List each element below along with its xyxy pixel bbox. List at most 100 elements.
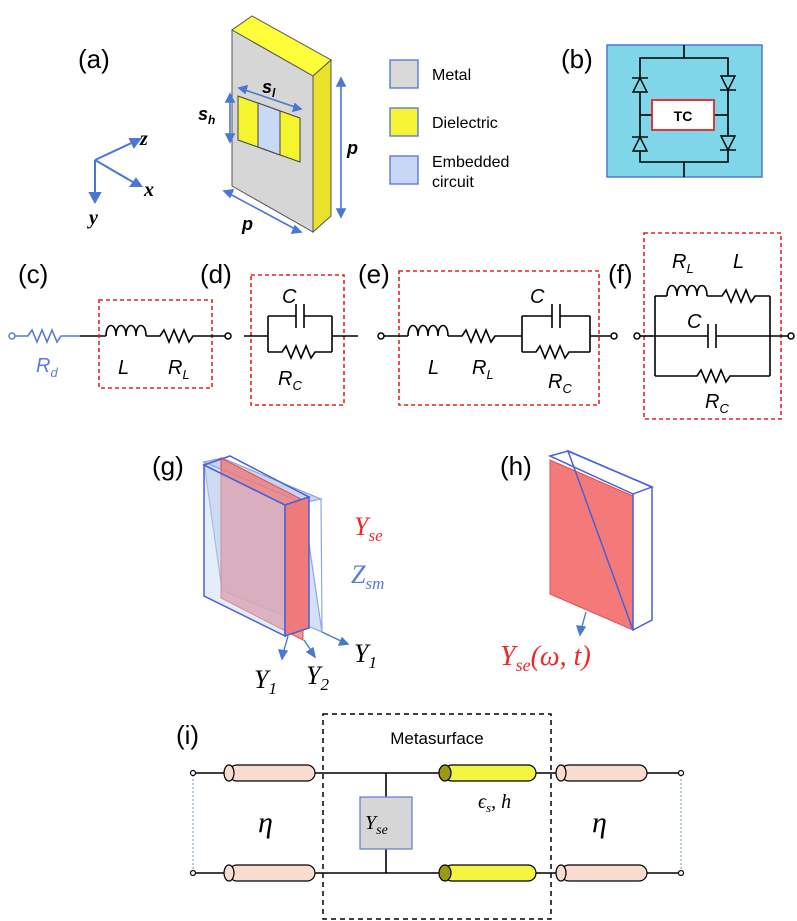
- panel-label-d: (d): [200, 259, 232, 289]
- panel-label-b: (b): [561, 44, 593, 74]
- sl-arrow: [241, 88, 299, 109]
- panel-label-a: (a): [78, 44, 110, 74]
- x-axis-arrow: [94, 159, 139, 186]
- panel-e: (e) L RL C RC: [358, 259, 618, 406]
- dielectric-tline-top: [438, 764, 537, 782]
- resistor-rl: [448, 327, 522, 345]
- embedded-circuit-patch: [257, 102, 281, 156]
- label-yse-shunt: Yse: [365, 812, 388, 838]
- legend-swatch-dielectric: [389, 107, 419, 137]
- label-y2: Y2: [306, 661, 329, 694]
- panel-h: (h) Yse(ω, t): [500, 449, 655, 675]
- panel-label-f: (f): [608, 259, 633, 289]
- z-axis-head: [128, 138, 142, 149]
- sl-head-left: [237, 84, 249, 95]
- coordinate-axes: [88, 138, 143, 205]
- inductor-l: [666, 284, 708, 297]
- label-yse-omega-t: Yse(ω, t): [500, 641, 591, 675]
- legend-label-circuit: circuit: [432, 174, 474, 191]
- inductor-l: [407, 324, 449, 337]
- resistor-rc: [655, 367, 770, 385]
- unit-cell-side-face: [312, 58, 332, 234]
- dim-sl-label: sl: [262, 77, 276, 100]
- label-c: C: [282, 286, 297, 308]
- resistor-rc: [522, 343, 590, 361]
- panel-f: (f) RL L C RC: [608, 232, 795, 420]
- material-legend: Metal Dielectric Embedded circuit: [389, 59, 509, 191]
- dielectric-tline-bottom: [438, 864, 537, 882]
- label-rl: RL: [472, 357, 494, 382]
- panel-label-h: (h): [500, 451, 532, 481]
- sh-head-top: [224, 92, 236, 103]
- legend-label-dielectric: Dielectric: [432, 115, 498, 132]
- sl-head-right: [291, 102, 303, 113]
- resistor-rl: [146, 327, 225, 345]
- dim-p-side-label: p: [346, 138, 358, 158]
- label-y1-right: Y1: [354, 639, 377, 672]
- panel-c-dashed-box: [98, 299, 213, 389]
- panel-g: (g) Yse Zsm Y1 Y2 Y1: [152, 451, 384, 698]
- label-l: L: [118, 357, 129, 379]
- x-axis-label: x: [143, 179, 154, 201]
- tline-left-top: [223, 764, 316, 782]
- panel-d-dashed-box: [250, 274, 345, 406]
- y-axis-head: [88, 192, 102, 205]
- legend-swatch-metal: [389, 59, 419, 89]
- label-y1-left: Y1: [254, 665, 277, 698]
- p-bottom-head-left: [222, 189, 235, 199]
- p-bottom-head-right: [290, 224, 303, 234]
- panel-c: (c) Rd L RL: [8, 259, 232, 389]
- metasurface-title: Metasurface: [390, 729, 484, 748]
- red-time-varying-sheet: [549, 459, 634, 631]
- port-right-top: [677, 769, 685, 777]
- port-left-bottom: [189, 869, 197, 877]
- resistor-rl: [707, 287, 770, 305]
- panel-label-c: (c): [18, 259, 48, 289]
- unit-cell: [231, 15, 332, 234]
- label-l: L: [428, 357, 439, 379]
- tline-right-bottom: [555, 864, 648, 882]
- z-axis-label: z: [139, 128, 148, 150]
- tc-box: [651, 99, 715, 131]
- panel-i: (i) Metasurface Yse: [176, 713, 685, 920]
- resistor-rc: [268, 343, 332, 361]
- port-left-top: [189, 769, 197, 777]
- panel-e-dashed-box: [398, 270, 600, 406]
- legend-label-embedded: Embedded: [432, 154, 509, 171]
- label-rc: RC: [705, 391, 729, 416]
- sh-head-bottom: [224, 133, 236, 144]
- inductor-l: [105, 324, 147, 337]
- h-slab-outline: [566, 449, 653, 632]
- dim-p-bottom-label: p: [241, 214, 253, 234]
- rd-resistor: [15, 327, 80, 345]
- panel-f-dashed-box: [643, 232, 782, 420]
- label-eta-left: η: [258, 806, 273, 839]
- panel-d: (d) C RC: [200, 259, 358, 406]
- label-eps-h: ϵs, h: [478, 791, 511, 815]
- port-right-bottom: [677, 869, 685, 877]
- label-rl: RL: [168, 357, 190, 382]
- panel-b: (b) TC: [561, 44, 763, 178]
- label-c: C: [530, 286, 545, 308]
- label-zsm: Zsm: [351, 560, 384, 593]
- label-yse: Yse: [354, 512, 383, 545]
- diode-bridge: [639, 45, 729, 177]
- z-axis-arrow: [94, 139, 139, 161]
- label-l: L: [733, 251, 744, 273]
- yse-shunt-box: [359, 796, 413, 850]
- panel-label-g: (g): [152, 451, 184, 481]
- p-side-head-bottom: [335, 208, 347, 219]
- tc-label: TC: [674, 108, 693, 124]
- label-rc: RC: [278, 368, 302, 393]
- y-axis-label: y: [87, 207, 98, 229]
- p-bottom-arrow: [227, 192, 298, 231]
- dim-sh-label: sh: [198, 104, 215, 127]
- label-c: C: [687, 311, 702, 333]
- tline-right-top: [555, 764, 648, 782]
- label-eta-right: η: [592, 806, 607, 839]
- panel-label-e: (e): [358, 259, 390, 289]
- tline-left-bottom: [223, 864, 316, 882]
- diodes: [631, 75, 737, 152]
- g-arrows: [277, 631, 350, 661]
